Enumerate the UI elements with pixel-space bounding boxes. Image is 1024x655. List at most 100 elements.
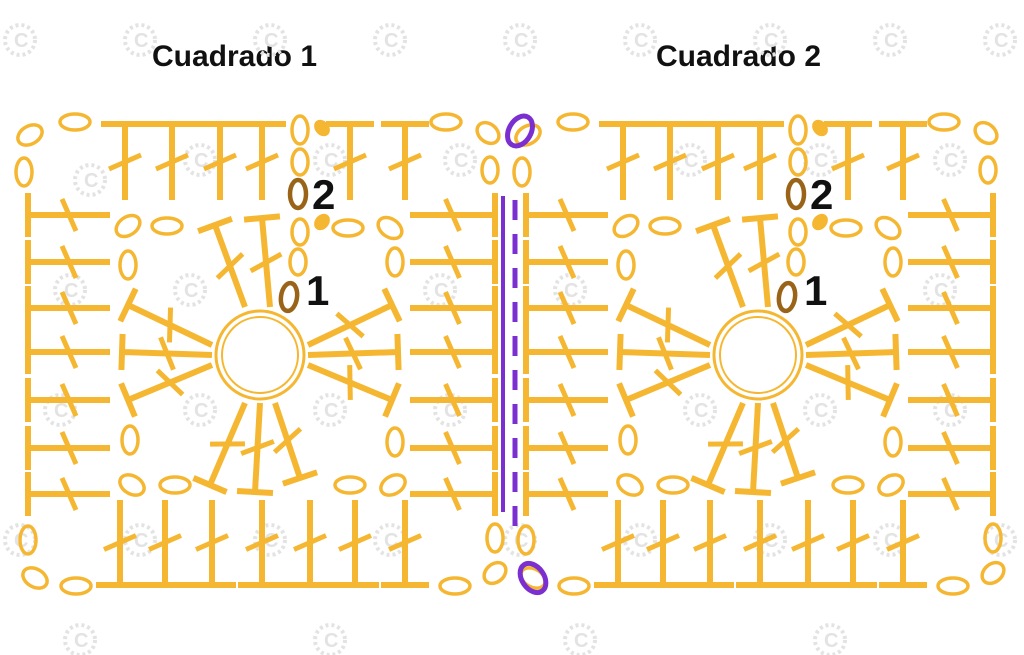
svg-text:C: C: [514, 30, 528, 52]
double-crochet-icon: [824, 121, 872, 200]
dc-slash: [59, 244, 79, 280]
square-2-title: Cuadrado 2: [656, 40, 822, 73]
dc-slash: [59, 197, 79, 233]
round-1-marker-icon: [278, 280, 300, 314]
chain-stitch-icon: [429, 112, 463, 132]
double-crochet-icon: [879, 500, 927, 588]
svg-text:C: C: [264, 30, 278, 52]
chain-stitch-icon: [788, 217, 808, 247]
double-crochet-icon: [117, 287, 214, 348]
double-crochet-icon: [306, 362, 402, 418]
dc-top: [892, 333, 900, 371]
svg-text:C: C: [634, 530, 648, 552]
chain-stitch-icon: [485, 522, 505, 554]
dc-slash: [841, 336, 861, 371]
double-crochet-icon: [908, 330, 996, 374]
dc-slash: [443, 334, 462, 370]
dc-slash: [166, 307, 174, 343]
dc-slash: [941, 197, 960, 233]
svg-text:C: C: [74, 630, 88, 652]
dc-slash: [557, 197, 577, 233]
double-crochet-icon: [879, 121, 927, 200]
watermark-logo-icon: C: [173, 273, 207, 307]
join-line: [501, 113, 549, 596]
chain-stitch-icon: [480, 155, 500, 185]
watermark-logo-icon: C: [813, 623, 847, 655]
double-crochet-icon: [25, 330, 110, 374]
chain-stitch-icon: [874, 215, 902, 241]
dc-slash: [885, 152, 921, 172]
chain-stitch-icon: [438, 576, 472, 596]
chain-stitch-icon: [288, 247, 308, 277]
svg-text:C: C: [194, 400, 208, 422]
double-crochet-icon: [523, 378, 608, 422]
chain-stitch-icon: [883, 246, 903, 278]
double-crochet-icon: [410, 240, 498, 284]
dc-slash: [941, 290, 960, 326]
chain-stitch-icon: [877, 473, 905, 497]
dc-slash: [147, 533, 183, 552]
chain-stitch-icon: [656, 475, 690, 495]
double-crochet-icon: [410, 426, 498, 470]
square-1-title: Cuadrado 1: [152, 40, 318, 73]
dc-slash: [941, 244, 960, 280]
double-crochet-icon: [236, 402, 275, 497]
chain-stitch-icon: [59, 576, 93, 596]
chain-stitch-icon: [114, 213, 142, 239]
chain-stitch-icon: [978, 155, 998, 185]
chain-stitch-icon: [514, 123, 542, 147]
svg-text:C: C: [384, 30, 398, 52]
double-crochet-icon: [523, 330, 608, 374]
dc-slash: [215, 252, 245, 280]
dc-top: [197, 215, 233, 235]
double-crochet-icon: [410, 193, 498, 237]
dc-top: [382, 382, 402, 418]
dc-top: [615, 287, 637, 323]
dc-slash: [155, 368, 185, 397]
double-crochet-icon: [188, 500, 236, 588]
double-crochet-icon: [908, 472, 996, 516]
double-crochet-icon: [101, 121, 149, 200]
double-crochet-icon: [804, 287, 901, 348]
chain-stitch-icon: [482, 560, 508, 586]
dc-top: [779, 469, 817, 487]
double-crochet-icon: [741, 213, 781, 308]
dc-slash: [158, 336, 176, 371]
chain-stitch-icon: [376, 215, 404, 241]
dc-slash: [59, 290, 79, 326]
dc-slash: [335, 311, 365, 339]
svg-text:C: C: [184, 280, 198, 302]
dc-slash: [443, 382, 462, 418]
dc-slash: [600, 533, 636, 552]
watermark-logo-icon: C: [983, 23, 1017, 57]
dc-slash: [700, 152, 736, 172]
double-crochet-icon: [410, 472, 498, 516]
dc-slash: [557, 430, 577, 466]
dc-top: [741, 213, 779, 223]
dc-slash: [692, 533, 728, 552]
double-crochet-icon: [25, 426, 110, 470]
double-crochet-icon: [523, 286, 608, 330]
dc-slash: [202, 152, 238, 172]
dc-top: [243, 213, 281, 223]
svg-text:C: C: [634, 30, 648, 52]
svg-text:C: C: [324, 630, 338, 652]
double-crochet-icon: [25, 193, 110, 237]
svg-text:C: C: [564, 280, 578, 302]
chain-stitch-icon: [983, 522, 1003, 554]
watermark-logo-icon: C: [123, 23, 157, 57]
dc-slash: [941, 334, 960, 370]
dc-slash: [557, 290, 577, 326]
dc-slash: [770, 426, 801, 455]
double-crochet-icon: [410, 378, 498, 422]
chain-stitch-icon: [788, 147, 808, 177]
watermark-logo-icon: C: [623, 23, 657, 57]
dc-slash: [790, 533, 826, 552]
chain-stitch-icon: [331, 218, 365, 238]
dc-top: [734, 487, 772, 497]
double-crochet-icon: [196, 121, 244, 200]
double-crochet-icon: [381, 500, 429, 588]
magic-ring-icon: [712, 309, 804, 401]
double-crochet-icon: [148, 121, 196, 200]
chain-stitch-icon: [14, 156, 34, 188]
